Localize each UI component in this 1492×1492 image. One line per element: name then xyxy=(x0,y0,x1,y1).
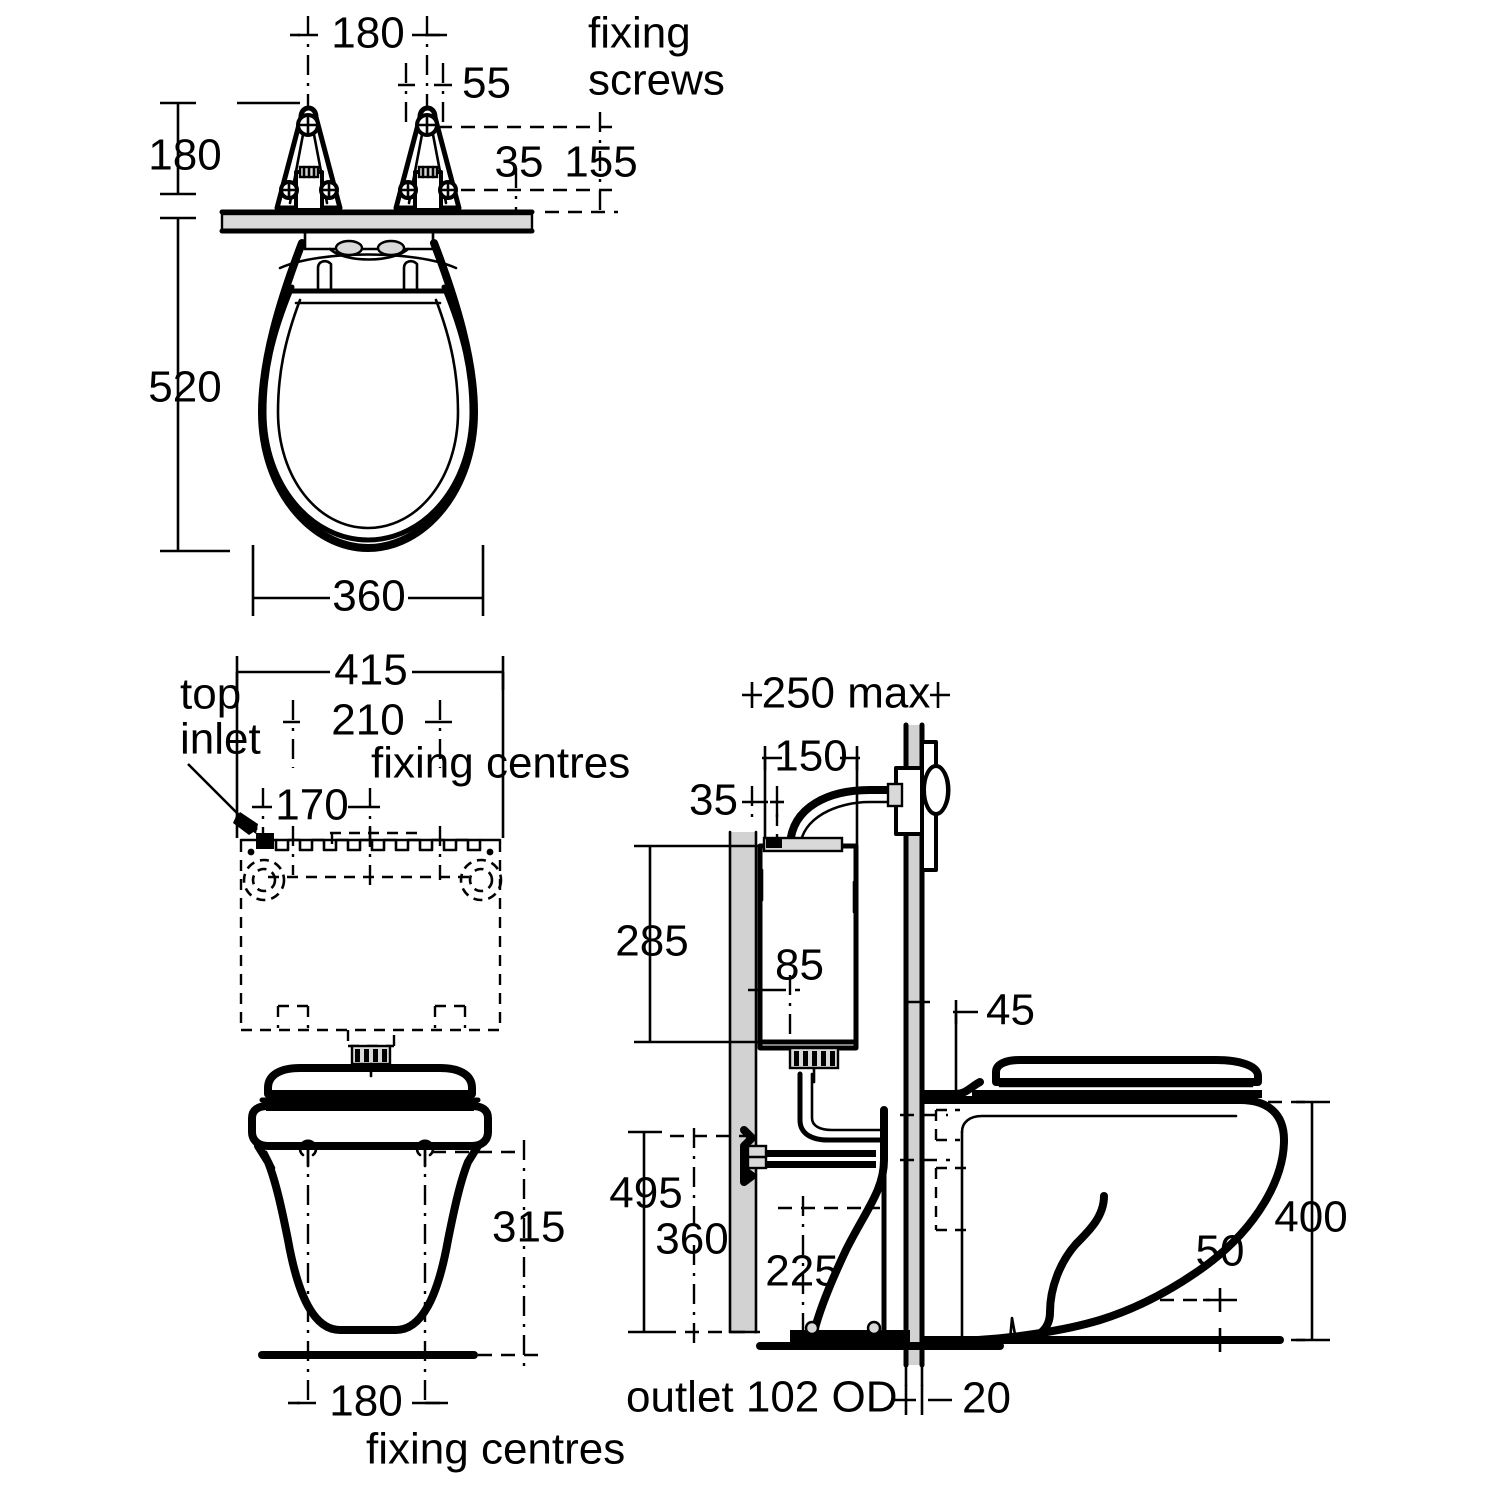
plan-dim-520-label: 520 xyxy=(148,363,221,412)
plan-hinge-bracket-right xyxy=(393,105,462,212)
side-pan-outline xyxy=(900,1056,1288,1344)
front-dim-170: 170 xyxy=(252,781,380,848)
front-cistern-fixing-eye-right xyxy=(459,858,503,902)
side-dim-35-label: 35 xyxy=(689,776,738,825)
front-dim-210: 210 xyxy=(283,696,452,768)
side-dim-495: 495 xyxy=(609,1130,683,1334)
front-note-fixing-centres-top: fixing centres xyxy=(371,739,630,788)
plan-dim-520: 520 xyxy=(148,216,230,553)
front-leader-arrow-top-inlet xyxy=(187,763,258,835)
front-cistern-body xyxy=(239,831,503,1032)
side-note-outlet: outlet 102 OD xyxy=(626,1373,898,1422)
side-dim-225: 225 xyxy=(765,1196,880,1338)
side-dim-360: 360 xyxy=(655,1128,760,1350)
plan-note-fixing-screws-line1: fixing xyxy=(588,9,691,58)
plan-dim-180-label: 180 xyxy=(331,9,404,58)
front-dim-180: 180 xyxy=(288,1377,448,1426)
plan-seat-outline xyxy=(258,239,478,552)
front-elevation-view: 415 210 fixing centres 170 top inlet xyxy=(180,646,630,1474)
side-dim-85-label: 85 xyxy=(775,941,824,990)
front-note-top-inlet-line2: inlet xyxy=(180,715,261,764)
side-dim-20: 20 xyxy=(893,1374,1011,1423)
plan-view-top: 180 55 fixing screws 35 155 180 xyxy=(148,9,725,621)
side-dim-45: 45 xyxy=(906,986,1035,1090)
side-dim-35: 35 xyxy=(689,776,792,825)
side-dim-20-label: 20 xyxy=(962,1374,1011,1423)
side-dim-45-label: 45 xyxy=(986,986,1035,1035)
side-dim-250max: 250 max xyxy=(742,669,950,718)
side-flush-plate xyxy=(894,740,951,872)
side-dim-50: 50 xyxy=(1160,1227,1244,1352)
side-isolation-valve xyxy=(740,1126,876,1186)
plan-dim-180-fixing-centres: 180 xyxy=(290,9,447,108)
side-dim-360-label: 360 xyxy=(655,1215,728,1264)
plan-dim-360: 360 xyxy=(251,545,485,621)
side-dim-285-label: 285 xyxy=(615,917,688,966)
front-dim-180-label: 180 xyxy=(329,1377,402,1426)
front-note-top-inlet-line1: top xyxy=(180,670,241,719)
side-dim-250max-label: 250 max xyxy=(762,669,931,718)
side-section-view: 250 max 150 35 xyxy=(609,669,1347,1423)
front-flush-connector xyxy=(346,1030,396,1078)
plan-dim-35-label: 35 xyxy=(495,138,544,187)
front-dim-210-label: 210 xyxy=(331,696,404,745)
plan-note-fixing-screws-line2: screws xyxy=(588,56,725,105)
front-dim-170-label: 170 xyxy=(275,781,348,830)
plan-hinge-bracket-left xyxy=(274,105,343,212)
front-pan-outline xyxy=(248,1064,492,1334)
front-dim-415-label: 415 xyxy=(334,646,407,695)
plan-dim-155-label: 155 xyxy=(564,138,637,187)
front-note-fixing-centres-bottom: fixing centres xyxy=(366,1425,625,1474)
side-dim-50-label: 50 xyxy=(1196,1227,1245,1276)
side-dim-400-label: 400 xyxy=(1274,1193,1347,1242)
front-dim-315-label: 315 xyxy=(492,1203,565,1252)
front-cistern-fixing-eye-left xyxy=(242,858,286,902)
plan-dim-180-height: 180 xyxy=(148,101,300,196)
plan-dim-360-label: 360 xyxy=(332,572,405,621)
side-dim-150: 150 xyxy=(762,732,860,781)
plan-dim-55-label: 55 xyxy=(462,59,511,108)
plan-dim-55: 55 xyxy=(398,59,511,130)
plan-dim-180-height-label: 180 xyxy=(148,131,221,180)
side-frame-panel xyxy=(728,830,758,1334)
front-dim-315: 315 xyxy=(432,1140,565,1370)
side-cistern-body xyxy=(757,836,859,1051)
side-dim-150-label: 150 xyxy=(774,732,847,781)
side-dim-495-label: 495 xyxy=(609,1169,682,1218)
front-dim-415: 415 xyxy=(235,646,505,838)
side-flush-valve xyxy=(788,1046,887,1143)
side-dim-225-label: 225 xyxy=(765,1247,838,1296)
side-dim-85: 85 xyxy=(748,941,824,1040)
plan-hinge-cover-plate xyxy=(219,209,535,261)
side-dim-400: 400 xyxy=(1268,1100,1348,1342)
side-dim-285: 285 xyxy=(615,844,760,1044)
